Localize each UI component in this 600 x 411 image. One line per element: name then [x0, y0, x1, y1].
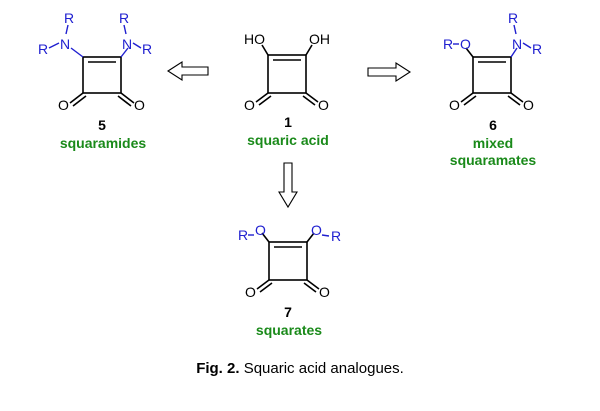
carbonyl-bond — [463, 95, 477, 106]
nr-bond — [123, 24, 127, 35]
arrow-left — [166, 60, 209, 82]
ring-1 — [267, 54, 307, 94]
atom-o: O — [449, 97, 460, 113]
atom-o: O — [319, 284, 330, 300]
compound-5-number: 5 — [98, 117, 106, 133]
compound-5-name: squaramides — [60, 135, 147, 151]
compound-6-name-line2: squaramates — [450, 152, 537, 168]
carbonyl-bond — [306, 279, 320, 290]
atom-n: N — [512, 36, 522, 52]
co-bond — [261, 44, 269, 56]
atom-ho: HO — [244, 31, 265, 47]
carbonyl-bond-5b — [120, 92, 135, 104]
compound-6-structure: R O N R R O O — [443, 10, 542, 113]
atom-o: O — [318, 97, 329, 113]
carbonyl-bond — [256, 279, 270, 290]
atom-r: R — [142, 41, 152, 57]
compound-7-name: squarates — [256, 322, 322, 338]
ring-6 — [472, 56, 512, 94]
co-bond — [261, 232, 270, 243]
atom-r: R — [119, 10, 129, 26]
carbonyl-bond — [259, 282, 273, 293]
carbonyl-bond — [507, 95, 521, 106]
carbonyl-bond — [302, 95, 316, 106]
atom-r: R — [508, 10, 518, 26]
caption-label: Fig. 2. — [196, 360, 240, 377]
arrow-right — [367, 61, 412, 83]
co-bond — [465, 47, 474, 58]
compound-5-structure: O O N N R R R R — [38, 10, 152, 113]
atom-o: O — [245, 284, 256, 300]
nr-bond — [513, 24, 517, 35]
atom-o: O — [58, 97, 69, 113]
nr-bond — [522, 42, 532, 49]
arrow-down — [278, 162, 298, 209]
carbonyl-bond — [460, 92, 474, 103]
atom-o: O — [244, 97, 255, 113]
carbonyl-bond — [305, 92, 319, 103]
atom-o: O — [311, 222, 322, 238]
carbonyl-bond — [303, 282, 317, 293]
atom-r: R — [238, 227, 248, 243]
carbonyl-bond-5b2 — [117, 95, 132, 107]
atom-o: O — [460, 36, 471, 52]
or-bond — [321, 234, 330, 237]
carbonyl-bond — [510, 92, 524, 103]
compound-6-number: 6 — [489, 117, 497, 133]
atom-o: O — [523, 97, 534, 113]
carbonyl-bond — [258, 95, 272, 106]
compound-7-structure: R O O R O O — [238, 222, 341, 300]
atom-o: O — [255, 222, 266, 238]
atom-n: N — [60, 36, 70, 52]
atom-oh: OH — [309, 31, 330, 47]
ring-7 — [268, 241, 308, 281]
cn-bond — [70, 47, 84, 58]
nr-bond — [65, 24, 69, 35]
atom-r: R — [532, 41, 542, 57]
atom-r: R — [443, 36, 453, 52]
figure-caption: Fig. 2. Squaric acid analogues. — [0, 360, 600, 377]
compound-1-name: squaric acid — [247, 132, 329, 148]
atom-r: R — [38, 41, 48, 57]
co-bond — [306, 232, 315, 243]
atom-o: O — [134, 97, 145, 113]
carbonyl-bond — [255, 92, 269, 103]
atom-r: R — [331, 228, 341, 244]
nr-bond — [48, 42, 60, 49]
atom-n: N — [122, 36, 132, 52]
co-bond — [305, 44, 313, 56]
carbonyl-bond-5a2 — [72, 95, 87, 107]
cn-bond — [510, 47, 518, 58]
compound-7-number: 7 — [284, 304, 292, 320]
caption-text: Squaric acid analogues. — [239, 360, 404, 377]
cn-bond — [120, 47, 129, 58]
compound-6-name-line1: mixed — [473, 135, 513, 151]
ring-5 — [82, 56, 122, 94]
compound-1-structure: HO OH O O — [244, 31, 330, 113]
compound-1-number: 1 — [284, 114, 292, 130]
carbonyl-bond-5a — [69, 92, 84, 104]
atom-r: R — [64, 10, 74, 26]
nr-bond — [132, 42, 142, 49]
